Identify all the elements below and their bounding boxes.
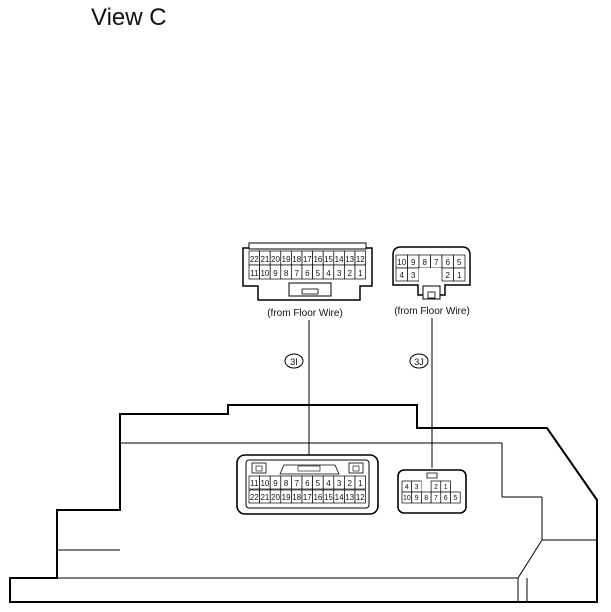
pin-number: 14 bbox=[335, 493, 344, 502]
pin-number: 19 bbox=[282, 255, 291, 264]
pin-number: 15 bbox=[324, 255, 333, 264]
pin-number: 15 bbox=[324, 493, 333, 502]
pin-number: 3 bbox=[337, 479, 342, 488]
pin-cell bbox=[354, 489, 366, 504]
pin-number: 17 bbox=[303, 255, 312, 264]
svg-text:3I: 3I bbox=[290, 357, 298, 367]
pin-number: 22 bbox=[250, 493, 259, 502]
connector-3I-code-bubble: 3I bbox=[284, 353, 304, 369]
pin-number: 3 bbox=[411, 271, 416, 280]
pin-number: 2 bbox=[347, 269, 352, 278]
pin-cell bbox=[354, 264, 366, 280]
pin-number: 6 bbox=[444, 495, 448, 502]
pin-number: 4 bbox=[326, 269, 331, 278]
pin-number: 1 bbox=[358, 479, 363, 488]
connector-3J-source-label: (from Floor Wire) bbox=[394, 306, 470, 317]
pin-number: 4 bbox=[326, 479, 331, 488]
ecu-detail-lines bbox=[57, 442, 597, 602]
pin-number: 9 bbox=[273, 269, 278, 278]
pin-number: 8 bbox=[423, 258, 428, 267]
pin-number: 18 bbox=[292, 255, 301, 264]
pin-number: 14 bbox=[335, 255, 344, 264]
pin-number: 18 bbox=[292, 493, 301, 502]
pin-number: 10 bbox=[397, 258, 406, 267]
pin-number: 5 bbox=[457, 258, 462, 267]
pin-cell bbox=[354, 475, 366, 490]
pin-number: 6 bbox=[305, 479, 310, 488]
pin-number: 5 bbox=[453, 495, 457, 502]
pin-number: 4 bbox=[400, 271, 405, 280]
pin-number: 2 bbox=[347, 479, 352, 488]
pin-number: 10 bbox=[403, 495, 411, 502]
pin-number: 3 bbox=[415, 484, 419, 491]
pin-number: 16 bbox=[313, 255, 322, 264]
pin-number: 6 bbox=[305, 269, 310, 278]
pin-number: 6 bbox=[446, 258, 451, 267]
pin-number: 8 bbox=[284, 269, 289, 278]
pin-number: 10 bbox=[260, 479, 269, 488]
pin-number: 13 bbox=[345, 255, 354, 264]
pin-number: 7 bbox=[294, 269, 299, 278]
pin-number: 8 bbox=[424, 495, 428, 502]
pin-number: 9 bbox=[415, 495, 419, 502]
pin-number: 12 bbox=[356, 493, 365, 502]
pin-number: 4 bbox=[405, 484, 409, 491]
pin-number: 21 bbox=[260, 255, 269, 264]
ecu-body bbox=[9, 404, 598, 603]
pin-number: 11 bbox=[250, 269, 259, 278]
pin-cell bbox=[450, 491, 461, 504]
pin-number: 13 bbox=[345, 493, 354, 502]
svg-text:3J: 3J bbox=[414, 357, 424, 367]
pin-cell bbox=[430, 268, 442, 281]
pin-number: 5 bbox=[316, 479, 321, 488]
pin-cell bbox=[419, 268, 431, 281]
pin-number: 9 bbox=[273, 479, 278, 488]
pin-number: 16 bbox=[313, 493, 322, 502]
pin-number: 2 bbox=[446, 271, 451, 280]
pin-number: 10 bbox=[260, 269, 269, 278]
pin-number: 2 bbox=[434, 484, 438, 491]
pin-number: 3 bbox=[337, 269, 342, 278]
pin-number: 19 bbox=[282, 493, 291, 502]
pin-number: 20 bbox=[271, 493, 280, 502]
pin-number: 5 bbox=[316, 269, 321, 278]
pin-number: 22 bbox=[250, 255, 259, 264]
pin-number: 7 bbox=[434, 495, 438, 502]
pin-number: 7 bbox=[294, 479, 299, 488]
pin-number: 9 bbox=[411, 258, 416, 267]
pin-number: 7 bbox=[434, 258, 439, 267]
pin-number: 8 bbox=[284, 479, 289, 488]
connector-3J-code-bubble: 3J bbox=[409, 353, 429, 369]
pin-cell bbox=[453, 267, 466, 282]
pin-number: 17 bbox=[303, 493, 312, 502]
view-title: View C bbox=[91, 4, 167, 31]
pin-number: 11 bbox=[250, 479, 259, 488]
pin-number: 12 bbox=[356, 255, 365, 264]
connector-3I-source-label: (from Floor Wire) bbox=[267, 308, 343, 319]
pin-number: 1 bbox=[444, 484, 448, 491]
pin-number: 1 bbox=[358, 269, 363, 278]
pin-number: 21 bbox=[260, 493, 269, 502]
pin-number: 20 bbox=[271, 255, 280, 264]
pin-cell bbox=[421, 481, 432, 492]
pin-number: 1 bbox=[457, 271, 462, 280]
